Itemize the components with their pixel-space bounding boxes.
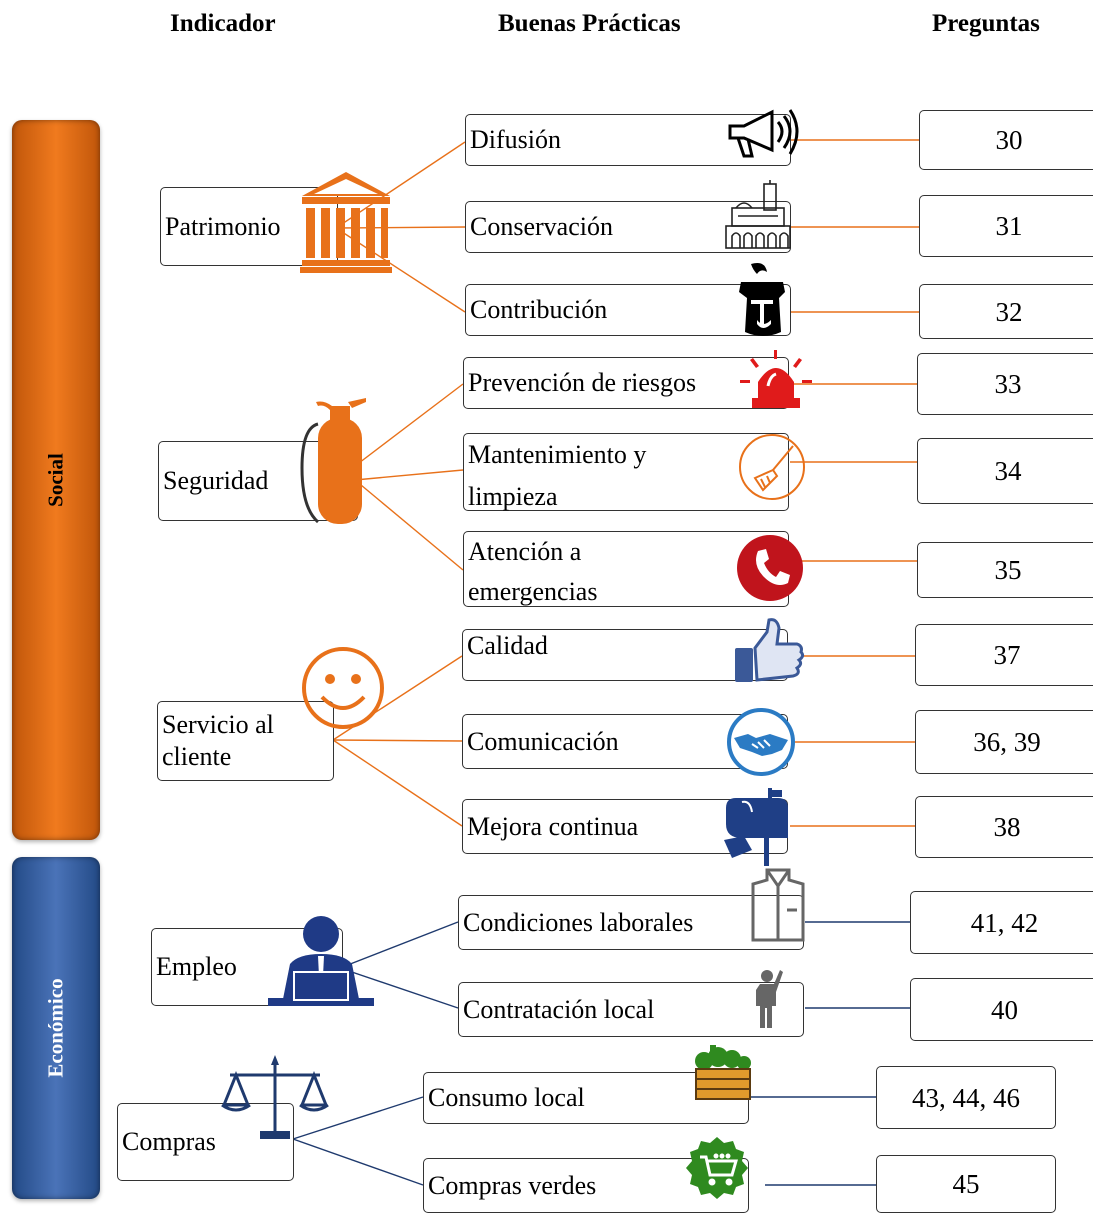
questions-contratacion: 40 (910, 978, 1093, 1041)
practice-conservacion: Conservación (465, 201, 791, 253)
practice-prevencion: Prevención de riesgos (463, 357, 789, 409)
practice-contratacion: Contratación local (458, 982, 804, 1037)
practice-label: Comunicación (467, 726, 619, 756)
worker-at-desk-icon (268, 916, 374, 1006)
megaphone-icon (728, 109, 799, 158)
practice-condiciones: Condiciones laborales (458, 895, 804, 950)
mailbox-icon (724, 788, 788, 866)
category-economico-label: Económico (43, 978, 68, 1078)
practice-label: Prevención de riesgos (468, 368, 697, 397)
practice-label: Atención a emergencias (468, 537, 598, 606)
temple-icon (300, 172, 392, 273)
indicator-label: Servicio al cliente (162, 710, 274, 771)
indicator-label: Patrimonio (165, 211, 281, 241)
indicator-compras: Compras (117, 1103, 294, 1181)
green-cart-icon (686, 1137, 748, 1199)
questions-mantenimiento: 34 (917, 438, 1093, 504)
questions-contribucion: 32 (919, 284, 1093, 339)
header-preguntas: Preguntas (932, 10, 1040, 37)
practice-label: Compras verdes (428, 1170, 597, 1200)
practice-label: Conservación (470, 212, 613, 241)
questions-conservacion: 31 (919, 195, 1093, 257)
cathedral-icon (725, 180, 791, 249)
practice-label: Mejora continua (467, 811, 639, 841)
fire-extinguisher-icon (300, 398, 366, 524)
header-indicador: Indicador (170, 10, 276, 37)
questions-calidad: 37 (915, 624, 1093, 686)
smiley-icon (302, 647, 384, 729)
uniform-icon (751, 868, 805, 942)
indicator-label: Seguridad (163, 466, 269, 495)
tip-jar-icon (739, 263, 785, 336)
practice-atencion: Atención a emergencias (463, 531, 789, 607)
header-practicas: Buenas Prácticas (498, 10, 681, 37)
questions-comunicacion: 36, 39 (915, 710, 1093, 774)
practice-label: Consumo local (428, 1083, 585, 1112)
indicator-label: Compras (122, 1127, 216, 1156)
questions-compras-verdes: 45 (876, 1155, 1056, 1213)
thumbs-up-icon (735, 618, 805, 682)
questions-difusion: 30 (919, 110, 1093, 170)
vegetable-crate-icon (695, 1045, 751, 1100)
category-social-label: Social (43, 453, 68, 507)
practice-label: Contribución (470, 295, 608, 324)
handshake-icon (727, 708, 795, 776)
questions-consumo: 43, 44, 46 (876, 1066, 1056, 1129)
questions-mejora: 38 (915, 796, 1093, 858)
category-social: Social (12, 120, 100, 840)
person-raising-hand-icon (756, 970, 783, 1028)
practice-label: Mantenimiento y limpieza (468, 440, 647, 511)
practice-label: Contratación local (463, 994, 655, 1024)
questions-atencion: 35 (917, 542, 1093, 598)
practice-contribucion: Contribución (465, 284, 791, 336)
siren-icon (740, 350, 812, 408)
practice-label: Difusión (470, 125, 561, 154)
questions-prevencion: 33 (917, 353, 1093, 415)
practice-mantenimiento: Mantenimiento y limpieza (463, 433, 789, 511)
indicator-servicio: Servicio al cliente (157, 701, 334, 781)
questions-condiciones: 41, 42 (910, 891, 1093, 954)
practice-label: Calidad (467, 631, 548, 660)
indicator-label: Empleo (156, 952, 237, 981)
broom-icon (739, 434, 805, 500)
practice-label: Condiciones laborales (463, 907, 694, 937)
practice-difusion: Difusión (465, 114, 791, 166)
scales-icon (221, 1055, 329, 1139)
category-economico: Económico (12, 857, 100, 1199)
phone-icon (737, 535, 803, 601)
